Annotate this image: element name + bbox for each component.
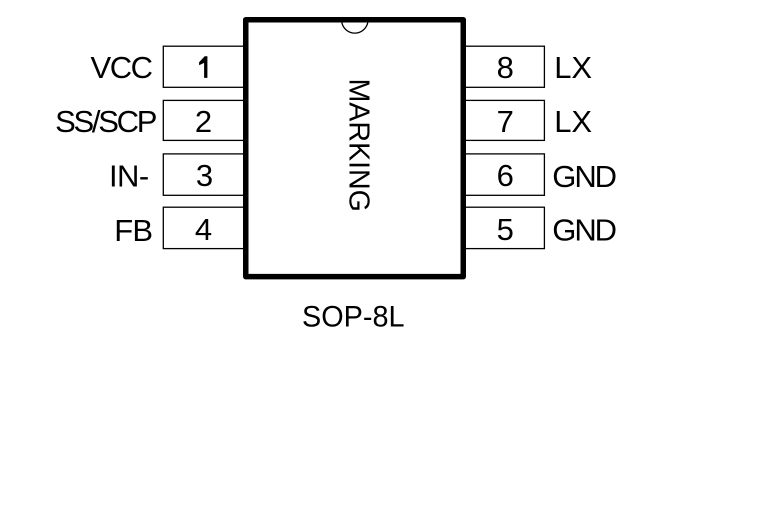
svg-text:5: 5 [497, 212, 514, 247]
svg-text:GND: GND [552, 159, 617, 194]
svg-text:GND: GND [552, 213, 617, 248]
svg-text:4: 4 [195, 212, 212, 247]
svg-text:6: 6 [497, 158, 514, 193]
svg-text:VCC: VCC [91, 50, 154, 85]
svg-text:SS/SCP: SS/SCP [55, 104, 157, 139]
svg-text:IN-: IN- [109, 159, 149, 194]
svg-text:8: 8 [497, 50, 514, 85]
svg-text:MARKING: MARKING [343, 78, 375, 211]
svg-text:FB: FB [114, 213, 153, 248]
svg-text:SOP-8L: SOP-8L [302, 300, 405, 333]
svg-text:LX: LX [554, 104, 592, 139]
svg-text:2: 2 [195, 104, 212, 139]
svg-text:3: 3 [196, 158, 213, 193]
svg-text:LX: LX [554, 50, 592, 85]
svg-text:7: 7 [497, 104, 514, 139]
